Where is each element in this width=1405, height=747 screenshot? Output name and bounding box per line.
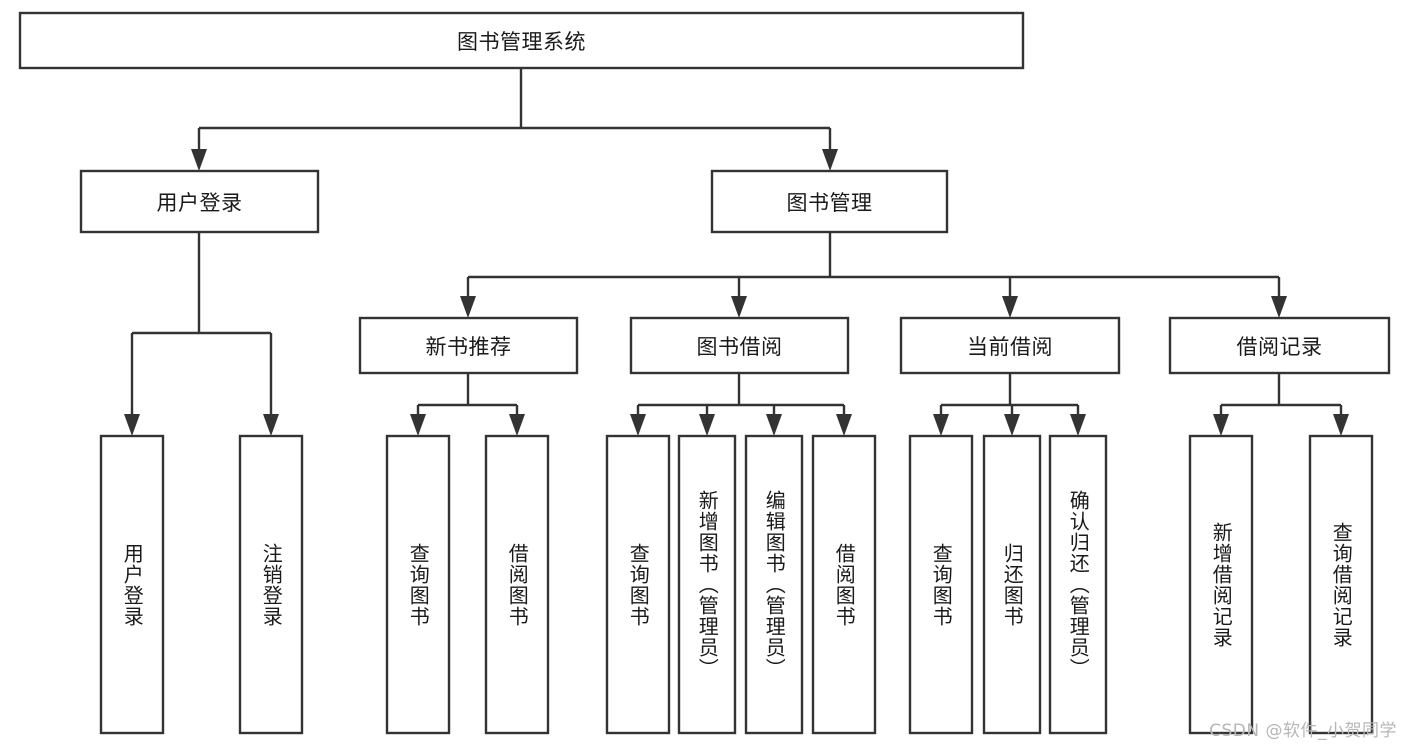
connector-group-bus-borrow	[630, 373, 852, 436]
arrow-head-icon	[933, 414, 949, 436]
arrow-head-icon	[836, 414, 852, 436]
connector-layer	[124, 68, 1349, 436]
node-box-leaf-edit-book[interactable]	[744, 434, 804, 735]
connector-group-bus-level1	[460, 232, 1287, 318]
arrow-head-icon	[460, 296, 476, 318]
connector-group-bus-newbook	[410, 373, 525, 436]
node-box-current-borrow[interactable]	[899, 316, 1121, 375]
arrow-head-icon	[1004, 414, 1020, 436]
node-box-leaf-add-book[interactable]	[677, 434, 737, 735]
node-box-leaf-query-record[interactable]	[1308, 434, 1374, 735]
arrow-head-icon	[410, 414, 426, 436]
node-box-root[interactable]	[18, 11, 1025, 70]
connector-group-bus-login	[124, 232, 279, 436]
arrow-head-icon	[699, 414, 715, 436]
arrow-head-icon	[1213, 414, 1229, 436]
arrow-head-icon	[124, 414, 140, 436]
connector-group-bus-record	[1213, 373, 1349, 436]
node-box-leaf-query-book-2[interactable]	[605, 434, 671, 735]
node-box-leaf-borrow-book-1[interactable]	[484, 434, 550, 735]
node-box-leaf-add-record[interactable]	[1188, 434, 1254, 735]
node-box-book-manage[interactable]	[710, 169, 949, 234]
node-box-leaf-query-book-3[interactable]	[908, 434, 974, 735]
arrow-head-icon	[1070, 414, 1086, 436]
node-box-borrow-record[interactable]	[1168, 316, 1391, 375]
node-box-leaf-query-book-1[interactable]	[385, 434, 451, 735]
node-box-book-borrow[interactable]	[629, 316, 850, 375]
node-box-leaf-confirm-return[interactable]	[1048, 434, 1108, 735]
arrow-head-icon	[191, 149, 207, 171]
node-box-user-login[interactable]	[79, 169, 320, 234]
arrow-head-icon	[1333, 414, 1349, 436]
connector-group-bus-root	[191, 68, 838, 171]
node-box-new-book-rec[interactable]	[358, 316, 579, 375]
arrow-head-icon	[731, 296, 747, 318]
node-box-layer	[18, 11, 1391, 735]
csdn-watermark: CSDN @软件_小贺同学	[1209, 721, 1397, 741]
node-box-leaf-return-book[interactable]	[982, 434, 1042, 735]
connector-group-bus-current	[933, 373, 1086, 436]
arrow-head-icon	[509, 414, 525, 436]
node-box-leaf-user-login[interactable]	[99, 434, 165, 735]
node-box-leaf-logout[interactable]	[238, 434, 304, 735]
arrow-head-icon	[630, 414, 646, 436]
arrow-head-icon	[1271, 296, 1287, 318]
arrow-head-icon	[1002, 296, 1018, 318]
node-box-leaf-borrow-book-2[interactable]	[811, 434, 877, 735]
arrow-head-icon	[263, 414, 279, 436]
arrow-head-icon	[766, 414, 782, 436]
arrow-head-icon	[822, 149, 838, 171]
